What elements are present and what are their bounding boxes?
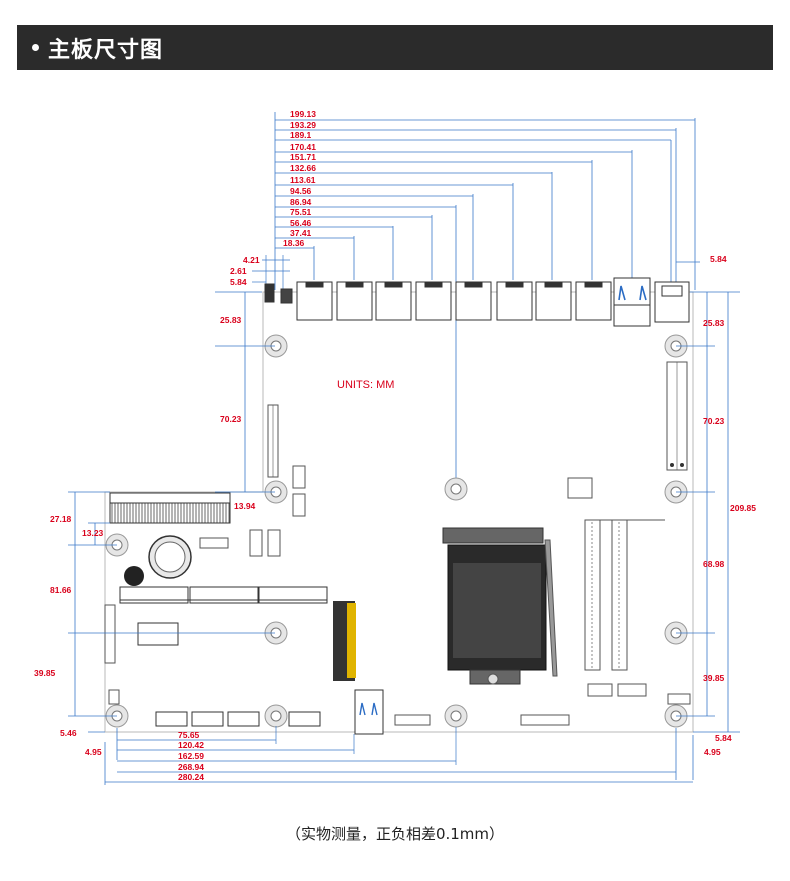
dim-label: 37.41	[290, 228, 312, 238]
dim-label: 113.61	[290, 175, 316, 185]
cpu-socket	[442, 527, 558, 685]
io-connectors	[264, 277, 690, 327]
dim-label: 81.66	[50, 585, 72, 595]
dim-label: 120.42	[178, 740, 204, 750]
dim-label: 5.46	[60, 728, 77, 738]
pin-header-left	[267, 404, 279, 478]
top-dimension-arrows	[275, 119, 695, 249]
left-dimension-labels: 25.83 70.23 13.94 27.18 13.23 81.66 39.8…	[34, 315, 256, 757]
dim-label: 193.29	[290, 120, 316, 130]
dim-label: 199.13	[290, 109, 316, 119]
dim-label: 189.1	[290, 130, 312, 140]
right-dimension-guides	[675, 291, 740, 780]
small-header	[199, 537, 229, 549]
left-dimension-guides	[68, 291, 275, 785]
dim-label: 86.94	[290, 197, 312, 207]
dim-label: 13.23	[82, 528, 104, 538]
dim-label: 209.85	[730, 503, 756, 513]
buzzer	[124, 566, 144, 586]
dim-label: 75.51	[290, 207, 312, 217]
dim-label: 151.71	[290, 152, 316, 162]
small-header	[520, 714, 570, 726]
mount-hole	[264, 480, 288, 504]
section-header: 主板尺寸图	[17, 25, 773, 70]
top-dimension-guides	[274, 112, 696, 480]
dim-label: 70.23	[220, 414, 242, 424]
dim-label: 2.61	[230, 266, 247, 276]
small-header	[249, 529, 263, 557]
small-header	[667, 693, 691, 705]
dim-label: 280.24	[178, 772, 204, 782]
pcie-slot	[109, 492, 231, 524]
small-header	[587, 683, 613, 697]
top-dimension-labels: 199.13 193.29 189.1 170.41 151.71 132.66…	[230, 109, 727, 287]
dim-label: 268.94	[178, 762, 204, 772]
dim-label: 5.84	[710, 254, 727, 264]
small-header	[617, 683, 647, 697]
dim-label: 13.94	[234, 501, 256, 511]
bullet-icon	[32, 44, 39, 51]
small-header	[292, 465, 306, 489]
cmos-battery	[148, 535, 192, 579]
dim-label: 4.95	[85, 747, 102, 757]
bottom-dimension-labels: 75.65 120.42 162.59 268.94 280.24	[178, 730, 204, 782]
side-header	[104, 604, 116, 664]
dim-label: 25.83	[703, 318, 725, 328]
dim-label: 170.41	[290, 142, 316, 152]
right-dimension-labels: 25.83 70.23 209.85 68.98 39.85 5.84 4.95	[703, 318, 756, 757]
dim-label: 39.85	[703, 673, 725, 683]
small-header	[108, 689, 120, 705]
pin-header-right	[666, 361, 688, 471]
small-header	[267, 529, 281, 557]
dim-label: 68.98	[703, 559, 725, 569]
dim-label: 70.23	[703, 416, 725, 426]
dim-label: 25.83	[220, 315, 242, 325]
usb-port-bottom	[354, 689, 384, 735]
bottom-dimension-arrows	[105, 726, 693, 783]
small-header	[567, 477, 593, 499]
dim-label: 4.21	[243, 255, 260, 265]
section-title: 主板尺寸图	[48, 37, 164, 63]
dim-label: 162.59	[178, 751, 204, 761]
mini-slots	[119, 586, 328, 604]
small-header	[292, 493, 306, 517]
dim-label: 4.95	[704, 747, 721, 757]
small-header	[394, 714, 431, 726]
m2-connector	[333, 601, 356, 681]
dim-label: 5.84	[230, 277, 247, 287]
mount-hole	[264, 704, 288, 728]
dim-label: 5.84	[715, 733, 732, 743]
dim-label: 27.18	[50, 514, 72, 524]
dim-label: 18.36	[283, 238, 305, 248]
sim-slot	[137, 622, 179, 646]
dim-label: 39.85	[34, 668, 56, 678]
mount-hole	[444, 704, 468, 728]
sata-ports	[155, 711, 321, 727]
dimm-slots	[584, 519, 665, 671]
units-label: UNITS: MM	[337, 379, 394, 391]
measurement-note: （实物测量，正负相差0.1mm）	[285, 825, 505, 843]
dim-label: 94.56	[290, 186, 312, 196]
dim-label: 75.65	[178, 730, 200, 740]
mount-hole	[444, 477, 468, 501]
dim-label: 132.66	[290, 163, 316, 173]
dim-label: 56.46	[290, 218, 312, 228]
